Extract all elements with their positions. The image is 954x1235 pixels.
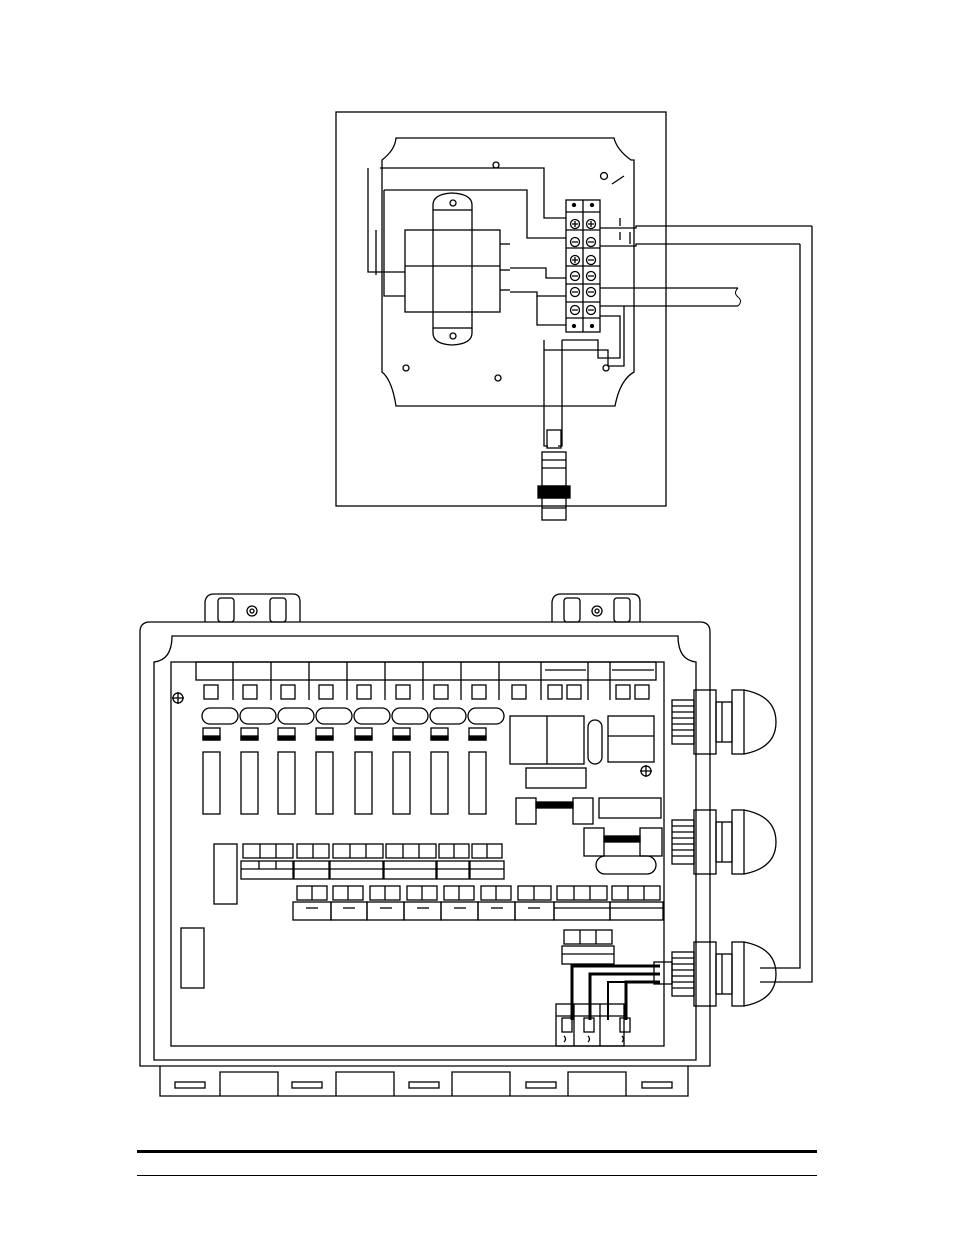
label-area <box>181 928 204 988</box>
cable-gland <box>654 942 776 1006</box>
cable-gland <box>672 690 776 754</box>
output-channel <box>392 708 428 814</box>
internal-wiring <box>368 168 566 420</box>
plate-hole <box>403 365 409 371</box>
fuse-holder <box>214 844 237 904</box>
output-connector <box>538 420 570 520</box>
dip-switch-row <box>241 844 504 879</box>
mounting-plate <box>382 138 634 406</box>
enclosure-outer-wall <box>336 112 666 506</box>
transformer <box>405 193 510 345</box>
plate-hole <box>493 162 499 168</box>
output-channel <box>278 708 314 814</box>
plate-hole <box>495 375 501 381</box>
transformer-winding <box>405 230 500 312</box>
controller-inner-frame <box>154 636 696 1060</box>
output-channels <box>202 708 504 814</box>
bottom-connector <box>556 1004 630 1046</box>
transformer-mount-bottom <box>433 328 472 345</box>
output-channel <box>202 708 238 814</box>
transformer-bolt <box>450 333 456 339</box>
transformer-mount-top <box>433 193 472 210</box>
interconnect-cable <box>760 226 812 982</box>
transformer-enclosure <box>336 112 812 520</box>
cable-glands <box>654 690 776 1006</box>
output-channel <box>430 708 466 814</box>
power-terminal-block <box>562 930 614 964</box>
footer-rule-bottom <box>137 1175 817 1176</box>
plate-hole <box>601 173 608 180</box>
output-channel <box>468 708 504 814</box>
output-channel <box>354 708 390 814</box>
board-components <box>510 716 662 874</box>
power-cable <box>600 288 741 306</box>
output-channel <box>240 708 276 814</box>
controller-enclosure <box>140 594 776 1096</box>
terminal-header <box>196 662 656 700</box>
bottom-mounting-feet <box>160 1066 688 1096</box>
terminal-row-lower <box>293 886 663 920</box>
transformer-core <box>433 210 472 328</box>
output-channel <box>316 708 352 814</box>
transformer-bolt <box>450 200 456 206</box>
cable-gland <box>672 810 776 874</box>
footer-rule-top <box>137 1150 817 1153</box>
connector-wiring <box>572 966 660 1020</box>
terminal-strip <box>566 200 600 332</box>
